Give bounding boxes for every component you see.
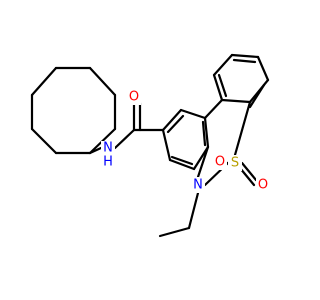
bond-line — [256, 55, 270, 82]
bond-line — [187, 191, 200, 230]
bond-line — [233, 100, 252, 157]
bond-line — [203, 98, 224, 120]
atom-label-layer: O N H N S O O — [101, 89, 270, 193]
bond-line — [170, 155, 194, 166]
bond-layer — [30, 53, 270, 238]
bond-line — [88, 146, 103, 155]
bond-line — [230, 53, 260, 59]
bond-line — [201, 120, 207, 147]
amide-hydrogen-label: H — [103, 155, 113, 170]
bond-line — [158, 226, 191, 238]
bond-line — [30, 127, 58, 155]
bond-line — [220, 98, 252, 104]
bond-line — [161, 128, 172, 162]
molecule-structure: O N H N S O O — [30, 53, 270, 238]
bond-line — [166, 114, 185, 134]
bond-line — [212, 73, 224, 102]
sulfonyl-oxygen-left-label: O — [215, 155, 225, 170]
bond-line — [168, 158, 196, 171]
sulfonyl-oxygen-right-label: O — [258, 178, 268, 193]
amide-nitrogen-label: N — [103, 141, 113, 156]
bond-line — [113, 128, 136, 150]
sulfur-label: S — [231, 156, 239, 171]
amide-oxygen-label: O — [129, 90, 139, 105]
ring-nitrogen-label: N — [193, 178, 203, 193]
bond-line — [232, 58, 257, 64]
bond-line — [30, 66, 58, 97]
bond-line — [238, 166, 256, 187]
bond-line — [240, 161, 258, 182]
bond-line — [196, 145, 210, 179]
bond-line — [248, 83, 266, 109]
bond-line — [217, 73, 228, 98]
bond-line — [161, 108, 183, 132]
bond-line — [212, 53, 234, 77]
bond-line — [88, 66, 117, 97]
bond-line — [203, 116, 210, 149]
bond-line — [179, 108, 207, 120]
